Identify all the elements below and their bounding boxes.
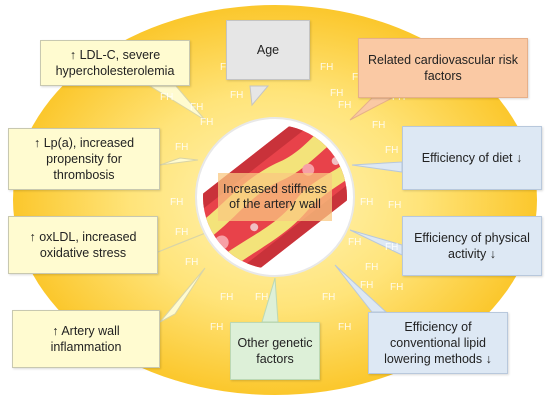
- fh-watermark: FH: [200, 117, 213, 128]
- fh-watermark: FH: [220, 292, 233, 303]
- factor-oxldl: ↑ oxLDL, increased oxidative stress: [8, 216, 158, 274]
- fh-watermark: FH: [338, 322, 351, 333]
- center-label: Increased stiffness of the artery wall: [218, 173, 332, 221]
- factor-diet: Efficiency of diet ↓: [402, 126, 542, 190]
- factor-ldl: ↑ LDL-C, severe hypercholesterolemia: [40, 40, 190, 86]
- fh-watermark: FH: [175, 227, 188, 238]
- factor-age: Age: [226, 20, 310, 80]
- factor-cardio: Related cardiovascular risk factors: [358, 38, 528, 98]
- fh-watermark: FH: [320, 62, 333, 73]
- factor-lpa: ↑ Lp(a), increased propensity for thromb…: [8, 128, 160, 190]
- fh-watermark: FH: [160, 92, 173, 103]
- fh-watermark: FH: [322, 292, 335, 303]
- fh-watermark: FH: [385, 145, 398, 156]
- fh-watermark: FH: [190, 102, 203, 113]
- factor-inflammation: ↑ Artery wall inflammation: [12, 310, 160, 368]
- pointer-oxldl: [157, 231, 209, 253]
- fh-watermark: FH: [255, 292, 268, 303]
- fh-watermark: FH: [348, 237, 361, 248]
- pointer-inflammation: [159, 267, 206, 323]
- fh-watermark: FH: [365, 262, 378, 273]
- factor-physical: Efficiency of physical activity ↓: [402, 216, 542, 276]
- pointer-lpa: [159, 157, 199, 166]
- pointer-age: [249, 85, 270, 107]
- fh-watermark: FH: [338, 100, 351, 111]
- fh-watermark: FH: [372, 120, 385, 131]
- fh-watermark: FH: [388, 200, 401, 211]
- fh-watermark: FH: [360, 197, 373, 208]
- fh-watermark: FH: [360, 280, 373, 291]
- fh-watermark: FH: [385, 242, 398, 253]
- fh-watermark: FH: [390, 282, 403, 293]
- fh-watermark: FH: [170, 197, 183, 208]
- fh-watermark: FH: [175, 142, 188, 153]
- callout-pointers: [148, 85, 209, 323]
- pointer-cardio: [349, 97, 393, 121]
- factor-genetic: Other genetic factors: [230, 322, 320, 380]
- factor-lipid: Efficiency of conventional lipid lowerin…: [368, 312, 508, 374]
- fh-watermark: FH: [230, 90, 243, 101]
- fh-watermark: FH: [330, 88, 343, 99]
- fh-watermark: FH: [210, 322, 223, 333]
- fh-watermark: FH: [185, 257, 198, 268]
- pointer-ldl: [148, 85, 206, 121]
